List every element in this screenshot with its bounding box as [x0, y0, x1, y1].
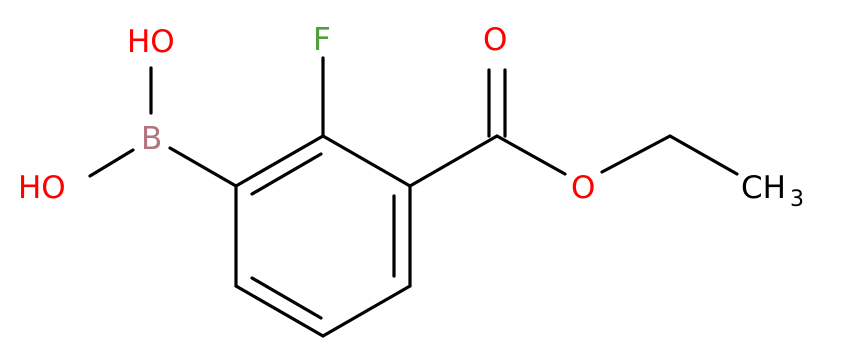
- boron-label: B: [141, 121, 162, 157]
- bonds-group: [88, 56, 739, 338]
- carbonyl-oxygen-label: O: [483, 22, 507, 58]
- bond-ester-oxygen-ch2: [600, 134, 672, 174]
- methyl-text: CH: [741, 170, 786, 206]
- bond-boron-oh-left: [88, 148, 135, 178]
- fluorine-label: F: [313, 22, 331, 58]
- bond-c1-boron: [168, 146, 238, 188]
- bond-c3-carbonyl-carbon: [408, 134, 499, 188]
- methyl-subscript: 3: [790, 187, 804, 212]
- ring-bond-c1-c2: [234, 134, 325, 188]
- bond-carbonyl-ester-oxygen: [495, 134, 567, 176]
- ring-bond-c4-c5: [321, 284, 412, 338]
- ring-bond-c2-c3: [321, 134, 412, 188]
- hydroxyl-left-label: HO: [18, 170, 66, 206]
- ring-inner-bond-c5-c6: [250, 276, 323, 320]
- ring-bond-c5-c6: [234, 284, 325, 338]
- ring-inner-bond-c1-c2: [250, 152, 323, 196]
- ester-oxygen-label: O: [571, 170, 595, 206]
- hydroxyl-top-label: HO: [127, 24, 175, 60]
- methyl-label: CH 3: [741, 170, 804, 212]
- labels-group: HO HO B F O O CH 3: [18, 22, 804, 212]
- bond-ch2-ch3: [668, 134, 739, 176]
